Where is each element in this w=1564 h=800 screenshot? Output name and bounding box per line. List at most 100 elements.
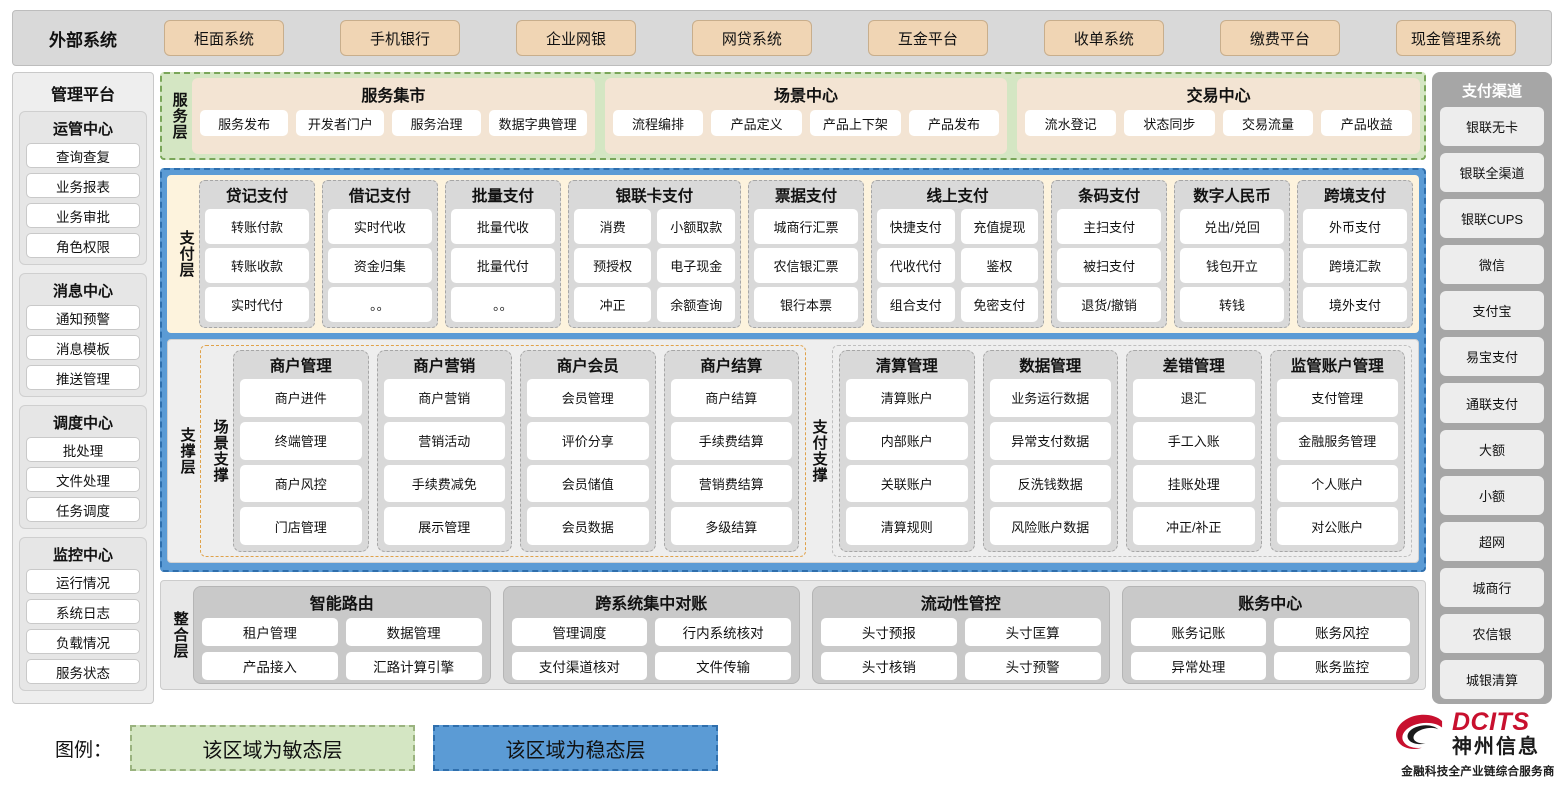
- management-item[interactable]: 查询查复: [26, 143, 140, 168]
- payment-item[interactable]: 快捷支付: [876, 209, 955, 244]
- support-item[interactable]: 商户进件: [240, 379, 362, 417]
- management-item[interactable]: 运行情况: [26, 569, 140, 594]
- service-item[interactable]: 产品上下架: [810, 110, 901, 136]
- external-system-chip[interactable]: 手机银行: [339, 20, 460, 56]
- payment-item[interactable]: 兑出/兑回: [1180, 209, 1284, 244]
- management-item[interactable]: 服务状态: [26, 659, 140, 684]
- integration-item[interactable]: 产品接入: [202, 652, 338, 680]
- payment-item[interactable]: 。。: [450, 287, 555, 322]
- payment-item[interactable]: 资金归集: [327, 248, 432, 283]
- support-item[interactable]: 反洗钱数据: [989, 464, 1111, 503]
- integration-item[interactable]: 汇路计算引擎: [345, 652, 482, 680]
- management-item[interactable]: 文件处理: [26, 467, 140, 492]
- payment-channel-item[interactable]: 小额: [1440, 475, 1544, 515]
- payment-channel-item[interactable]: 农信银: [1440, 613, 1544, 653]
- support-item[interactable]: 商户结算: [670, 379, 792, 417]
- integration-item[interactable]: 头寸预警: [964, 652, 1101, 680]
- service-item[interactable]: 产品收益: [1321, 110, 1413, 136]
- management-item[interactable]: 系统日志: [26, 599, 140, 624]
- management-item[interactable]: 消息模板: [26, 335, 140, 360]
- external-system-chip[interactable]: 企业网银: [515, 20, 636, 56]
- support-item[interactable]: 支付管理: [1276, 379, 1398, 417]
- payment-item[interactable]: 组合支付: [876, 287, 955, 322]
- payment-channel-item[interactable]: 微信: [1440, 245, 1544, 285]
- service-item[interactable]: 状态同步: [1124, 110, 1215, 136]
- integration-item[interactable]: 账务记账: [1130, 618, 1267, 646]
- service-item[interactable]: 产品定义: [711, 110, 803, 136]
- support-item[interactable]: 手工入账: [1133, 421, 1255, 460]
- payment-item[interactable]: 城商行汇票: [754, 209, 858, 244]
- payment-item[interactable]: 代收代付: [876, 248, 955, 283]
- management-item[interactable]: 业务审批: [26, 203, 140, 228]
- integration-item[interactable]: 管理调度: [511, 618, 648, 646]
- payment-item[interactable]: 外币支付: [1303, 209, 1407, 244]
- support-item[interactable]: 清算账户: [846, 379, 968, 417]
- payment-item[interactable]: 银行本票: [754, 287, 858, 322]
- service-item[interactable]: 产品发布: [908, 110, 1000, 136]
- integration-item[interactable]: 头寸核销: [821, 652, 957, 680]
- support-item[interactable]: 会员储值: [527, 464, 649, 503]
- support-item[interactable]: 多级结算: [670, 507, 792, 545]
- support-item[interactable]: 门店管理: [240, 507, 362, 545]
- payment-channel-item[interactable]: 通联支付: [1440, 383, 1544, 423]
- support-item[interactable]: 评价分享: [527, 421, 649, 460]
- payment-item[interactable]: 境外支付: [1303, 287, 1407, 322]
- integration-item[interactable]: 行内系统核对: [655, 618, 791, 646]
- integration-item[interactable]: 租户管理: [202, 618, 338, 646]
- payment-item[interactable]: 小额取款: [657, 209, 736, 244]
- integration-item[interactable]: 支付渠道核对: [511, 652, 648, 680]
- support-item[interactable]: 终端管理: [240, 421, 362, 460]
- payment-item[interactable]: 转账收款: [205, 248, 309, 283]
- management-item[interactable]: 角色权限: [26, 233, 140, 258]
- management-item[interactable]: 通知预警: [26, 305, 140, 330]
- service-item[interactable]: 服务治理: [392, 110, 481, 136]
- payment-channel-item[interactable]: 支付宝: [1440, 291, 1544, 331]
- support-item[interactable]: 展示管理: [383, 507, 505, 545]
- payment-item[interactable]: 冲正: [573, 287, 652, 322]
- external-system-chip[interactable]: 互金平台: [867, 20, 988, 56]
- integration-item[interactable]: 头寸预报: [821, 618, 957, 646]
- support-item[interactable]: 手续费减免: [383, 464, 505, 503]
- support-item[interactable]: 商户营销: [383, 379, 505, 417]
- payment-item[interactable]: 电子现金: [657, 248, 736, 283]
- payment-item[interactable]: 预授权: [573, 248, 652, 283]
- management-item[interactable]: 批处理: [26, 437, 140, 462]
- payment-channel-item[interactable]: 超网: [1440, 521, 1544, 561]
- payment-channel-item[interactable]: 大额: [1440, 429, 1544, 469]
- external-system-chip[interactable]: 收单系统: [1043, 20, 1164, 56]
- payment-item[interactable]: 被扫支付: [1057, 248, 1162, 283]
- support-item[interactable]: 风险账户数据: [989, 507, 1111, 545]
- support-item[interactable]: 营销活动: [383, 421, 505, 460]
- payment-item[interactable]: 免密支付: [960, 287, 1039, 322]
- support-item[interactable]: 金融服务管理: [1276, 421, 1398, 460]
- external-system-chip[interactable]: 缴费平台: [1219, 20, 1340, 56]
- integration-item[interactable]: 头寸匡算: [964, 618, 1101, 646]
- payment-item[interactable]: 实时代付: [205, 287, 309, 322]
- payment-item[interactable]: 主扫支付: [1057, 209, 1162, 244]
- management-item[interactable]: 负载情况: [26, 629, 140, 654]
- support-item[interactable]: 个人账户: [1276, 464, 1398, 503]
- payment-item[interactable]: 转钱: [1180, 287, 1284, 322]
- service-item[interactable]: 交易流量: [1222, 110, 1314, 136]
- payment-item[interactable]: 实时代收: [327, 209, 432, 244]
- management-item[interactable]: 推送管理: [26, 365, 140, 390]
- integration-item[interactable]: 异常处理: [1130, 652, 1267, 680]
- payment-item[interactable]: 鉴权: [960, 248, 1039, 283]
- payment-channel-item[interactable]: 城商行: [1440, 567, 1544, 607]
- integration-item[interactable]: 文件传输: [655, 652, 791, 680]
- management-item[interactable]: 任务调度: [26, 497, 140, 522]
- service-item[interactable]: 服务发布: [200, 110, 289, 136]
- payment-channel-item[interactable]: 城银清算: [1440, 659, 1544, 700]
- integration-item[interactable]: 账务风控: [1274, 618, 1410, 646]
- service-item[interactable]: 开发者门户: [296, 110, 385, 136]
- integration-item[interactable]: 数据管理: [345, 618, 482, 646]
- support-item[interactable]: 会员数据: [527, 507, 649, 545]
- support-item[interactable]: 冲正/补正: [1133, 507, 1255, 545]
- payment-item[interactable]: 农信银汇票: [754, 248, 858, 283]
- support-item[interactable]: 挂账处理: [1133, 464, 1255, 503]
- payment-item[interactable]: 跨境汇款: [1303, 248, 1407, 283]
- service-item[interactable]: 数据字典管理: [488, 110, 587, 136]
- payment-item[interactable]: 批量代收: [450, 209, 555, 244]
- external-system-chip[interactable]: 网贷系统: [691, 20, 812, 56]
- payment-channel-item[interactable]: 银联全渠道: [1440, 153, 1544, 193]
